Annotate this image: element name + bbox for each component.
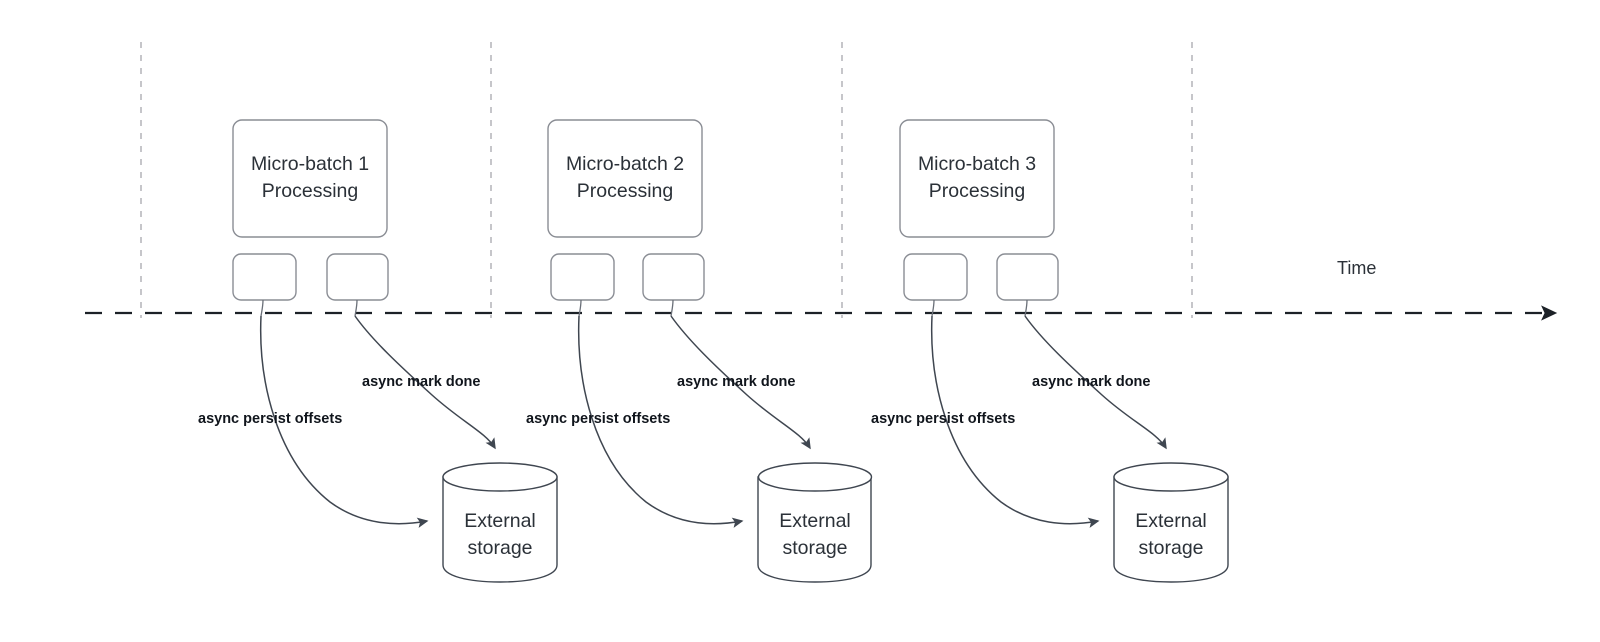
group-3: Micro-batch 3 Processing async persist o… [871,119,1229,583]
external-storage-1-label-line1: External [464,510,536,532]
time-axis: Time [85,258,1558,321]
micro-batch-3-task-b-stem [1024,299,1028,317]
external-storage-3-label-line2: storage [1138,537,1203,559]
external-storage-3-body[interactable] [1113,476,1229,583]
edge-async-persist-offsets-3[interactable] [930,315,1100,528]
micro-batch-1-processing-label-line2: Processing [262,180,358,202]
micro-batch-3-processing-label-line1: Micro-batch 3 [918,153,1036,175]
micro-batch-1-task-b-stem [354,299,358,317]
time-axis-label: Time [1337,258,1376,278]
edge-async-persist-offsets-1[interactable] [259,315,429,528]
micro-batch-2-processing-rect[interactable] [547,119,703,238]
micro-batch-2-task-box-a[interactable] [550,253,615,301]
edge-async-mark-done-2[interactable] [670,315,811,450]
edge-label-async-persist-offsets-1: async persist offsets [198,411,342,427]
edge-label-async-mark-done-2: async mark done [677,374,795,390]
micro-batch-3-task-box-b[interactable] [996,253,1059,301]
edge-label-async-mark-done-3: async mark done [1032,374,1150,390]
external-storage-1-label-line2: storage [467,537,532,559]
micro-batch-1-task-box-b[interactable] [326,253,389,301]
micro-batch-2-task-box-b[interactable] [642,253,705,301]
edge-label-async-persist-offsets-3: async persist offsets [871,411,1015,427]
group-2: Micro-batch 2 Processing async persist o… [526,119,873,583]
external-storage-3-top [1113,462,1229,492]
micro-batch-1-task-a-stem [260,299,264,317]
external-storage-1-body[interactable] [442,476,558,583]
external-storage-3[interactable]: External storage [1113,462,1229,583]
micro-batch-3-processing-rect[interactable] [899,119,1055,238]
group-1: Micro-batch 1 Processing async persist o… [198,119,558,583]
micro-batch-2-task-a-stem [578,299,582,317]
micro-batch-2-processing-label-line2: Processing [577,180,673,202]
micro-batch-1-processing-box[interactable]: Micro-batch 1 Processing [232,119,388,238]
edge-async-mark-done-1[interactable] [354,315,496,450]
micro-batch-3-processing-label-line2: Processing [929,180,1025,202]
external-storage-2[interactable]: External storage [757,462,873,583]
external-storage-1-top [442,462,558,492]
external-storage-2-top [757,462,873,492]
edge-label-async-mark-done-1: async mark done [362,374,480,390]
micro-batch-1-processing-label-line1: Micro-batch 1 [251,153,369,175]
external-storage-2-label-line2: storage [782,537,847,559]
external-storage-2-label-line1: External [779,510,851,532]
micro-batch-2-processing-label-line1: Micro-batch 2 [566,153,684,175]
external-storage-3-label-line1: External [1135,510,1207,532]
external-storage-2-body[interactable] [757,476,872,583]
micro-batch-2-processing-box[interactable]: Micro-batch 2 Processing [547,119,703,238]
external-storage-1[interactable]: External storage [442,462,558,583]
micro-batch-3-processing-box[interactable]: Micro-batch 3 Processing [899,119,1055,238]
edge-label-async-persist-offsets-2: async persist offsets [526,411,670,427]
micro-batch-3-task-box-a[interactable] [903,253,968,301]
micro-batch-1-processing-rect[interactable] [232,119,388,238]
edge-async-persist-offsets-2[interactable] [577,315,744,528]
micro-batch-1-task-box-a[interactable] [232,253,297,301]
edge-async-mark-done-3[interactable] [1024,315,1167,450]
micro-batch-2-task-b-stem [670,299,674,317]
micro-batch-3-task-a-stem [931,299,935,317]
